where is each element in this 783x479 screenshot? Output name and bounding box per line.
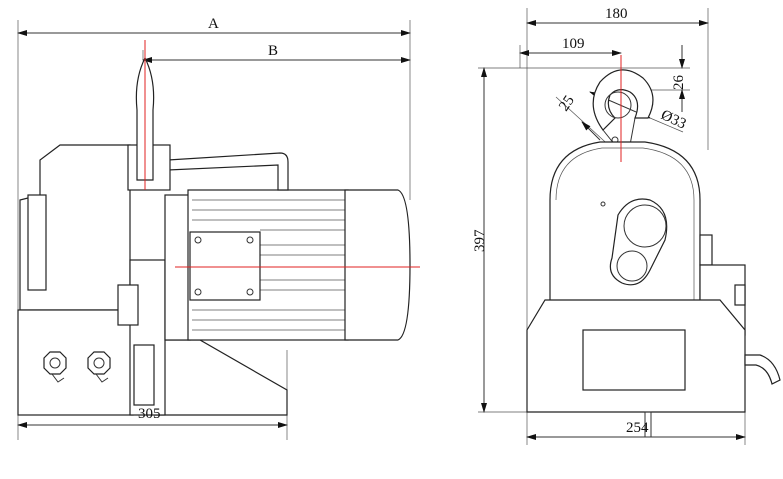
wire-rope xyxy=(644,411,652,438)
lifting-hook xyxy=(592,69,654,131)
power-cable xyxy=(744,354,781,385)
dimension-397-label: 397 xyxy=(472,229,488,252)
side-cover xyxy=(27,194,47,291)
dimension-26-label: 26 xyxy=(671,75,687,91)
flange-boss xyxy=(117,284,139,326)
side-tab xyxy=(699,234,713,266)
nameplate xyxy=(582,329,686,391)
dimension-254-label: 254 xyxy=(626,420,649,436)
knob-icon xyxy=(43,351,67,383)
front-view: 180 109 26 25 Ø33 397 254 xyxy=(472,6,781,445)
carry-handle xyxy=(167,152,289,191)
dimension-180-label: 180 xyxy=(605,6,628,22)
dimension-b-label: B xyxy=(268,43,278,59)
lower-base xyxy=(17,309,134,416)
knob-icon xyxy=(87,351,111,383)
shaft-coupling xyxy=(133,344,155,406)
mounting-bracket xyxy=(154,339,288,416)
dimension-25-line xyxy=(581,121,601,141)
dimension-305-label: 305 xyxy=(138,406,161,422)
dimension-109-label: 109 xyxy=(562,36,585,52)
cooling-fins xyxy=(192,199,345,331)
drum-circle xyxy=(623,204,667,248)
fan-cover xyxy=(344,189,411,341)
pulley-circle xyxy=(616,250,648,282)
terminal-box xyxy=(189,231,261,301)
side-view: A B 305 xyxy=(17,16,420,440)
dimension-diameter-label: Ø33 xyxy=(658,107,688,132)
dimension-25-label: 25 xyxy=(556,93,578,114)
dimension-a-label: A xyxy=(208,16,219,32)
